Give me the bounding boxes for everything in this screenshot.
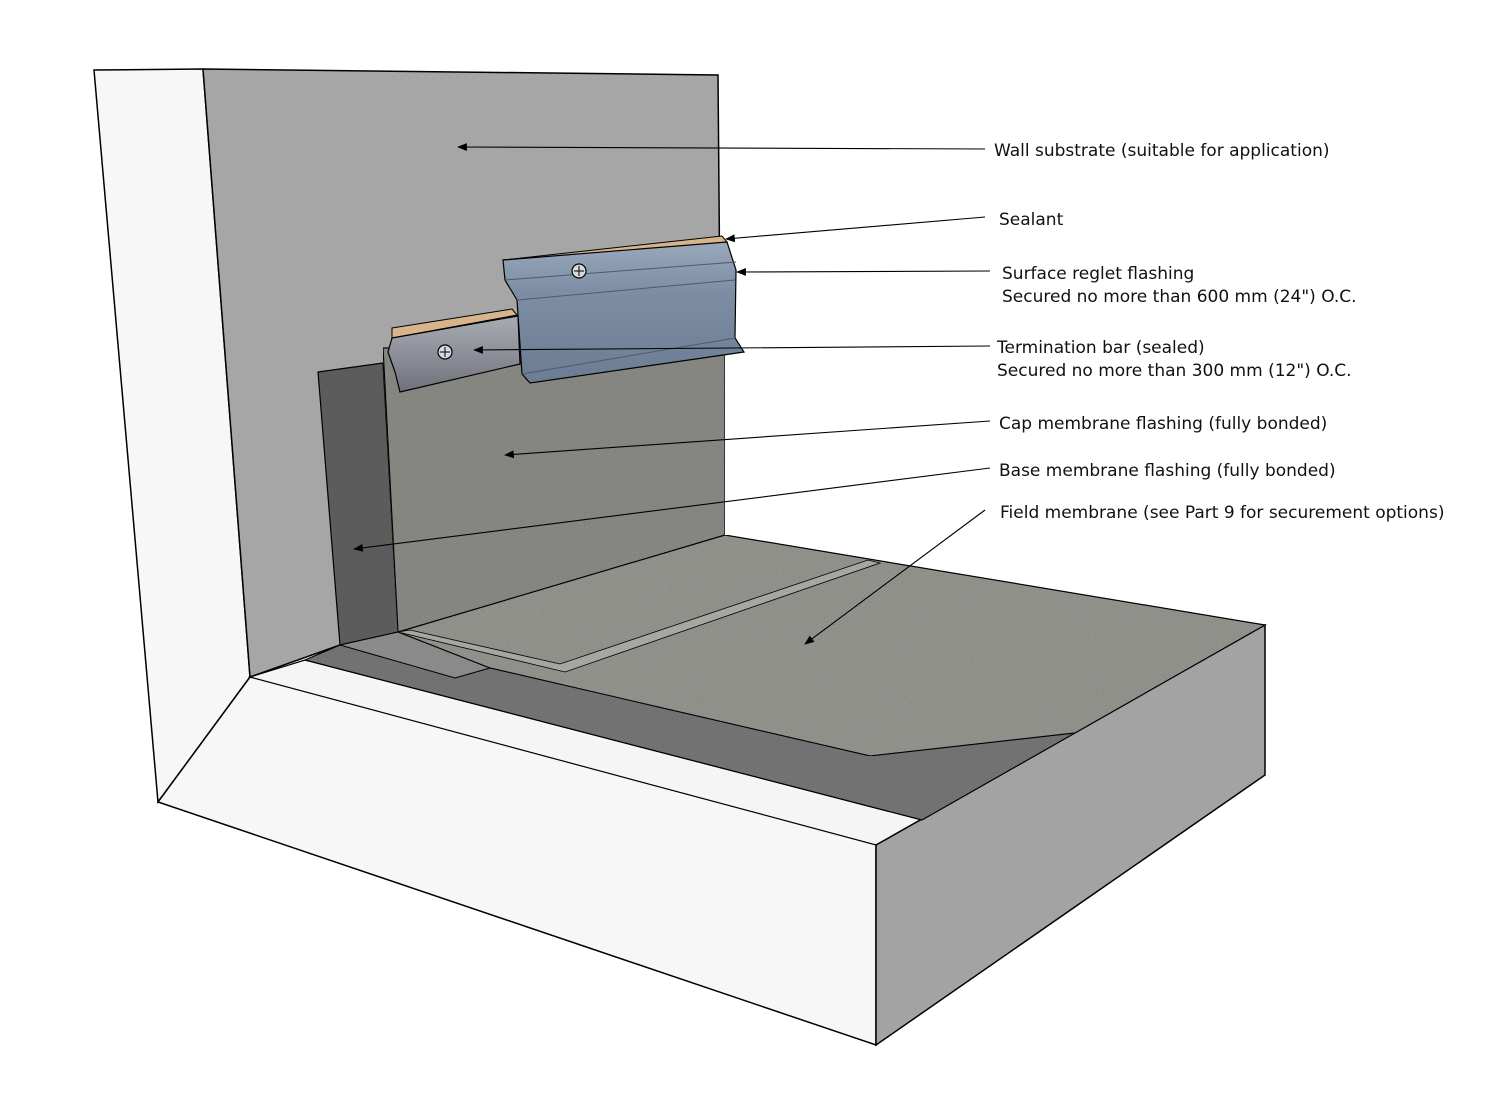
callout-labels: Wall substrate (suitable for application… [994,141,1444,523]
reglet-drip-edge-line [521,337,736,375]
termination-bar-fastener [437,344,453,360]
callout-field-membrane: Field membrane (see Part 9 for securemen… [1000,503,1444,523]
termination-bar-sealant [391,308,518,339]
callout-surface-reglet-line1: Surface reglet flashing [1002,264,1194,284]
callout-wall-substrate: Wall substrate (suitable for application… [994,141,1330,161]
leader-surface-reglet [736,268,991,276]
surface-reglet-flashing [502,241,746,384]
leader-lines [353,143,991,645]
callout-cap-membrane: Cap membrane flashing (fully bonded) [999,414,1327,434]
reglet-fastener [571,263,587,279]
leader-base-membrane [353,467,991,552]
callout-surface-reglet-line2: Secured no more than 600 mm (24") O.C. [1002,287,1357,307]
callout-termination-bar-line2: Secured no more than 300 mm (12") O.C. [997,361,1352,381]
callout-termination-bar-line1: Termination bar (sealed) [996,338,1205,358]
leader-termination-bar [473,345,991,354]
callout-sealant: Sealant [999,210,1064,230]
reglet-bend-line-upper [504,261,737,281]
leader-wall-substrate [457,143,986,151]
reglet-bend-line-lower [516,279,736,301]
leader-cap-membrane [504,420,991,459]
leader-field-membrane [804,509,986,645]
callout-base-membrane: Base membrane flashing (fully bonded) [999,461,1336,481]
leader-sealant [725,216,986,243]
field-membrane [396,534,1267,757]
field-membrane-lap-edge [397,559,882,673]
